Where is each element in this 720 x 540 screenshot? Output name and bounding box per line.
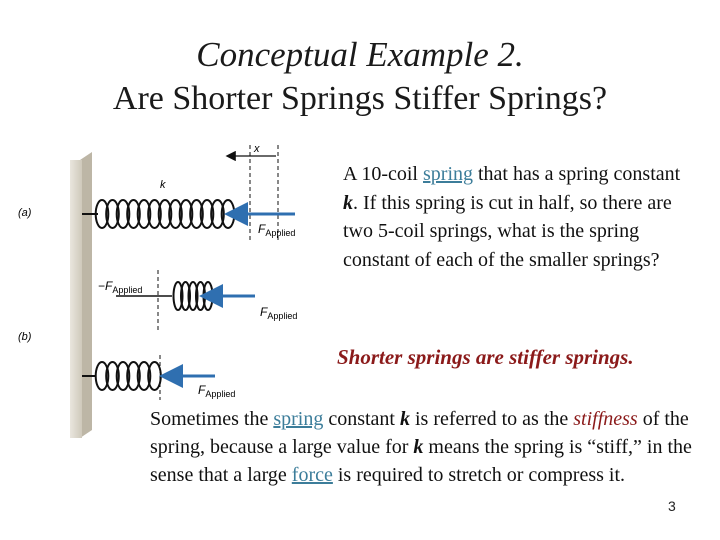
force-label-a: FApplied <box>258 222 295 238</box>
spring-link-2[interactable]: spring <box>273 408 324 430</box>
label-b: (b) <box>18 331 32 343</box>
spring-coil <box>105 361 120 391</box>
wall <box>80 152 92 438</box>
spring-coil <box>115 361 131 391</box>
spring-coil <box>199 199 215 229</box>
spring-coil <box>126 361 141 391</box>
label-k: k <box>160 179 166 191</box>
spring-coil <box>168 199 183 229</box>
force-label-b1: FApplied <box>260 305 297 321</box>
spring-coil <box>189 199 204 229</box>
spring-coil <box>105 199 120 229</box>
spring-figure: (a) (b) x k FApplied −FApplied FApplied … <box>18 143 297 438</box>
spring-coil <box>126 199 141 229</box>
wall-face <box>70 160 82 438</box>
spring-coil <box>136 361 152 391</box>
spring-b2 <box>94 361 162 391</box>
spring-coil <box>147 199 162 229</box>
spring-coil <box>210 199 225 229</box>
spring-coil <box>187 281 199 311</box>
spring-coil <box>136 199 152 229</box>
spring-coil <box>94 361 110 391</box>
spring-b1 <box>172 281 214 311</box>
label-a: (a) <box>18 207 32 219</box>
spring-coil <box>172 281 184 311</box>
force-label-b2: FApplied <box>198 383 235 399</box>
spring-coil <box>178 199 194 229</box>
spring-coil <box>115 199 131 229</box>
answer-text: Shorter springs are stiffer springs. <box>337 345 634 369</box>
label-x: x <box>253 143 260 155</box>
explanation-text: Sometimes the spring constant k is refer… <box>150 408 692 486</box>
spring-a <box>94 199 236 229</box>
stiffness-term: stiffness <box>573 408 638 430</box>
force-link[interactable]: force <box>291 464 333 486</box>
spring-coil <box>94 199 110 229</box>
neg-force-label: −FApplied <box>98 279 142 295</box>
spring-link[interactable]: spring <box>423 163 473 185</box>
spring-coil <box>157 199 173 229</box>
spring-coil <box>180 281 191 311</box>
slide-title-line1: Conceptual Example 2. <box>196 35 524 74</box>
page-number: 3 <box>668 498 676 514</box>
question-text: A 10-coil spring that has a spring const… <box>343 163 681 271</box>
slide-title-line2: Are Shorter Springs Stiffer Springs? <box>112 80 608 117</box>
